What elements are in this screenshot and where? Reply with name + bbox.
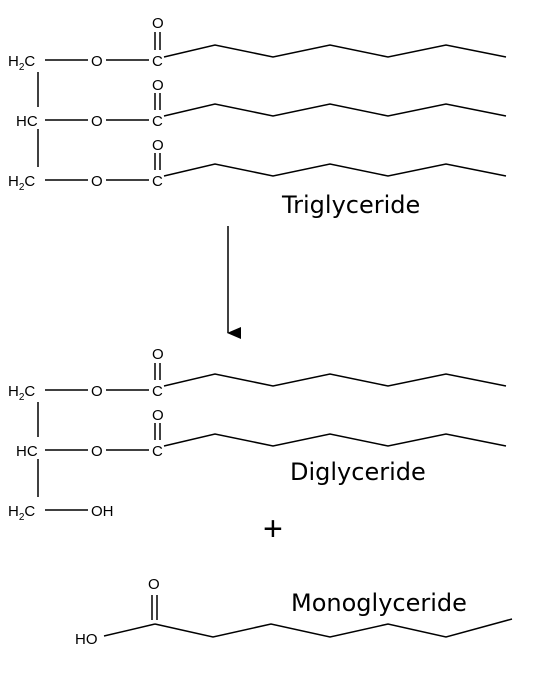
triglyceride-label: Triglyceride <box>281 191 420 219</box>
atom-o-4: O <box>91 383 103 400</box>
monoglyceride-label: Monoglyceride <box>291 589 467 617</box>
atom-h2c-3: H2C <box>8 383 35 403</box>
atom-hc-2: HC <box>16 443 38 460</box>
diglyceride-molecule: H2C O C O HC O C O H2C OH Diglyceride <box>8 346 507 523</box>
fatty-acid-chain-1 <box>163 44 507 58</box>
atom-c-1: C <box>152 53 163 70</box>
atom-o-carbonyl-4: O <box>152 346 164 363</box>
atom-o-carbonyl-5: O <box>152 407 164 424</box>
atom-o-carbonyl-2: O <box>152 77 164 94</box>
atom-o-2: O <box>91 113 103 130</box>
atom-c-5: C <box>152 443 163 460</box>
atom-o-5: O <box>91 443 103 460</box>
atom-h2c-2: H2C <box>8 173 35 193</box>
fatty-acid-chain-4 <box>163 373 507 387</box>
atom-c-4: C <box>152 383 163 400</box>
fatty-acid-chain-2 <box>163 103 507 117</box>
atom-ho: HO <box>75 631 98 648</box>
atom-c-2: C <box>152 113 163 130</box>
diglyceride-label: Diglyceride <box>290 458 426 486</box>
atom-o-1: O <box>91 53 103 70</box>
atom-o-carbonyl-1: O <box>152 15 164 32</box>
fatty-acid-molecule: HO O Monoglyceride <box>75 576 513 648</box>
atom-o-carbonyl-3: O <box>152 137 164 154</box>
atom-h2c-1: H2C <box>8 53 35 73</box>
fatty-acid-chain-3 <box>163 163 507 177</box>
atom-o-carbonyl-6: O <box>148 576 160 593</box>
atom-h2c-4: H2C <box>8 503 35 523</box>
plus-sign: + <box>263 510 283 548</box>
atom-c-3: C <box>152 173 163 190</box>
atom-o-3: O <box>91 173 103 190</box>
triglyceride-molecule: H2C O C O HC O C O H2C O C O Triglycerid… <box>8 15 507 219</box>
fatty-acid-chain-5 <box>163 433 507 447</box>
atom-oh: OH <box>91 503 114 520</box>
atom-hc-1: HC <box>16 113 38 130</box>
fatty-acid-chain-6 <box>154 618 513 638</box>
